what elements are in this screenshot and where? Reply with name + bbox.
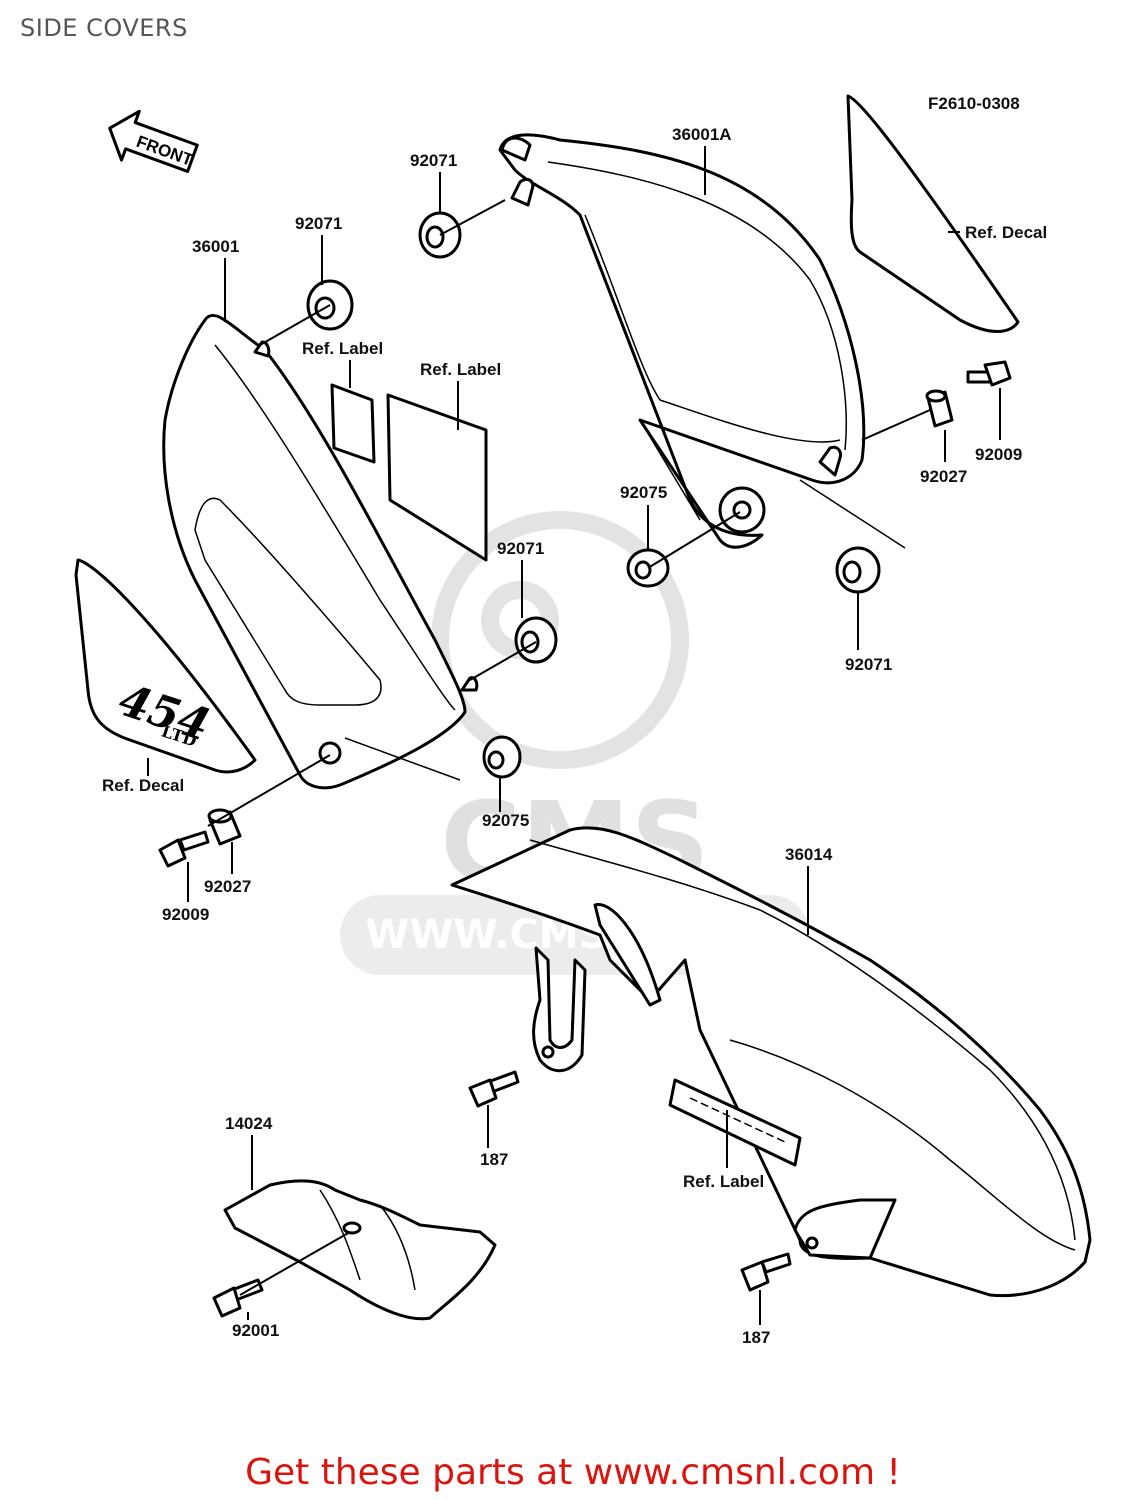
label-ref-decal-left: Ref. Decal [102,776,184,795]
grommet-small-left-part [482,735,522,779]
figure-code: F2610-0308 [928,94,1020,113]
label-92027-right: 92027 [920,467,967,486]
grommet-right-part [835,546,881,594]
label-92071-right: 92071 [845,655,892,674]
label-36001a: 36001A [672,125,732,144]
label-92009-left: 92009 [162,905,209,924]
label-14024: 14024 [225,1114,273,1133]
ref-label-chain-part [668,1078,802,1167]
ref-label-large-part [386,393,488,562]
ref-decal-left-part: 454 LTD [74,558,257,774]
ref-label-small-part [330,383,376,464]
label-92075-left: 92075 [482,811,529,830]
label-ref-label-large: Ref. Label [420,360,501,379]
label-92001: 92001 [232,1321,279,1340]
bolt-right-part [966,360,1012,387]
bolt-left-part [158,830,210,868]
label-187-upper: 187 [480,1150,508,1169]
ref-decal-right-part [846,94,1020,333]
label-92075-right: 92075 [620,483,667,502]
bolt-chain-lower-part [740,1252,792,1292]
label-ref-decal-right: Ref. Decal [965,223,1047,242]
leader-lines [147,146,1001,1325]
collar-left-part [207,808,242,846]
side-cover-left-part [162,313,479,790]
label-36014: 36014 [785,845,833,864]
label-92071-mid: 92071 [497,539,544,558]
chain-cover-part [450,826,1092,1298]
collar-right-part [925,389,954,428]
footer-shop-link[interactable]: Get these parts at www.cmsnl.com ! [245,1452,901,1493]
bolt-chain-upper-part [468,1070,520,1108]
label-92071-top: 92071 [410,151,457,170]
label-ref-label-chain: Ref. Label [683,1172,764,1191]
grommet-mid-part [514,616,558,664]
label-36001: 36001 [192,237,239,256]
side-cover-right-part [498,133,866,549]
label-187-lower: 187 [742,1328,770,1347]
label-92027-left: 92027 [204,877,251,896]
page-title: SIDE COVERS [20,14,188,42]
front-arrow-icon: FRONT [108,109,199,173]
label-92071-left: 92071 [295,214,342,233]
label-92009-right: 92009 [975,445,1022,464]
label-ref-label-small: Ref. Label [302,339,383,358]
chain-guard-part [223,1179,497,1321]
